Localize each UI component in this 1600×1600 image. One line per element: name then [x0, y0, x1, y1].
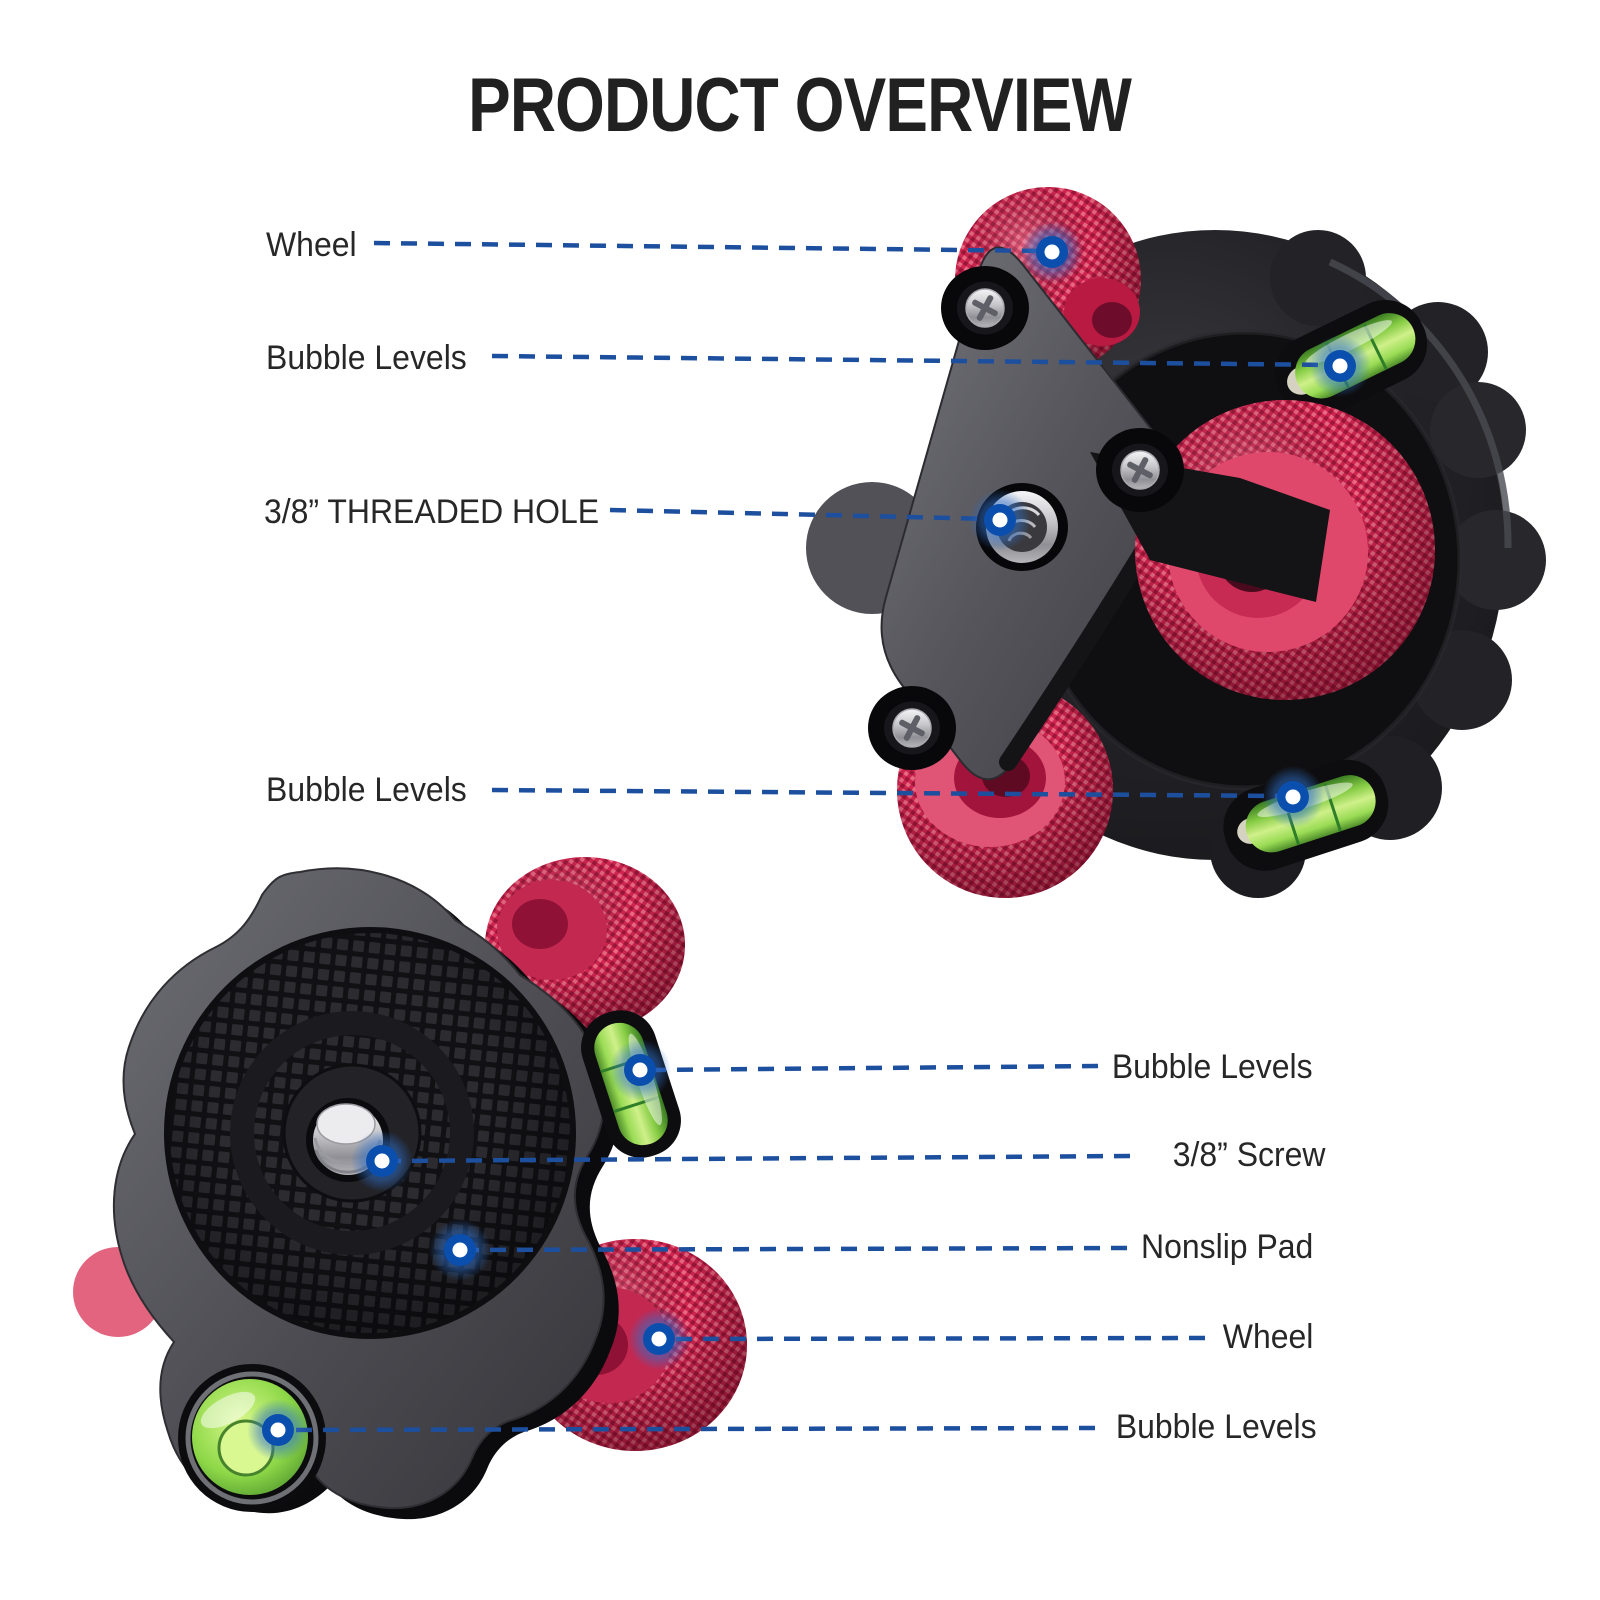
callout-line-nonslip-pad: [465, 1245, 1128, 1253]
callout-dot-wheel-top: [1021, 221, 1083, 283]
callout-dot-bubble-right: [609, 1039, 671, 1101]
callout-dot-bubble-bottom-top-product: [1262, 766, 1324, 828]
callout-label-threaded-hole: 3/8” THREADED HOLE: [264, 493, 600, 531]
callout-label-nonslip-pad: Nonslip Pad: [1140, 1228, 1313, 1266]
callout-line-screw: [387, 1153, 1131, 1164]
page-title: PRODUCT OVERVIEW: [0, 62, 1600, 149]
page-title-text: PRODUCT OVERVIEW: [468, 63, 1133, 148]
callout-dot-bubble-bottom-left: [247, 1399, 309, 1461]
callout-line-bubble-bottom-left: [283, 1425, 1096, 1433]
callout-dot-screw: [351, 1130, 413, 1192]
callout-dot-bubble-top: [1309, 335, 1371, 397]
callout-label-bubble-top: Bubble Levels: [266, 339, 467, 377]
callout-label-wheel-bottom: Wheel: [1222, 1318, 1313, 1356]
callout-label-screw: 3/8” Screw: [1172, 1136, 1325, 1174]
callout-label-bubble-right: Bubble Levels: [1112, 1048, 1313, 1086]
callout-line-wheel-top: [373, 240, 1047, 254]
plate-screw-bottom: [867, 685, 957, 771]
callout-dot-threaded-hole: [969, 489, 1031, 551]
callout-label-bubble-bottom-left: Bubble Levels: [1116, 1408, 1317, 1446]
callout-dot-wheel-bottom: [628, 1308, 690, 1370]
callout-line-wheel-bottom: [664, 1335, 1206, 1342]
callout-line-bubble-right: [645, 1063, 1099, 1073]
callout-dot-nonslip-pad: [429, 1219, 491, 1281]
bottom-product-image: [73, 857, 747, 1520]
top-product-image: [806, 187, 1546, 898]
callout-line-threaded-hole: [609, 507, 995, 522]
callout-lines: [283, 240, 1335, 1433]
plate-screw-top: [940, 265, 1030, 351]
callout-line-bubble-bottom-top-product: [491, 787, 1288, 799]
callout-label-wheel-top: Wheel: [266, 226, 357, 264]
plate-screw-right: [1095, 427, 1185, 513]
callout-line-bubble-top: [491, 353, 1335, 368]
callout-label-bubble-bottom-top-product: Bubble Levels: [266, 771, 467, 809]
